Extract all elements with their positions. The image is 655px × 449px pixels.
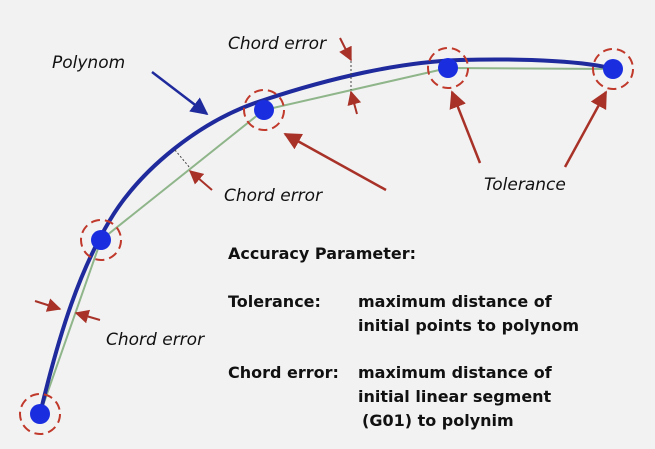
chord-error-def-line1: maximum distance of xyxy=(358,363,553,382)
chord-error-arrow-left-b xyxy=(74,309,101,324)
initial-point xyxy=(30,404,50,424)
chord-error-arrow-left-a xyxy=(34,298,62,312)
tolerance-arrow-point-4 xyxy=(449,90,482,164)
initial-point xyxy=(603,59,623,79)
chord-error-arrow-top-lower xyxy=(347,90,362,115)
accuracy-heading: Accuracy Parameter: xyxy=(228,244,416,263)
chord-error-arrow-top xyxy=(339,37,352,62)
tolerance-label: Tolerance xyxy=(484,175,566,195)
chord-error-def-line2: initial linear segment xyxy=(358,387,552,406)
chord-error-arrow-middle xyxy=(188,170,213,191)
initial-point xyxy=(91,230,111,250)
initial-point xyxy=(254,100,274,120)
tolerance-term: Tolerance: xyxy=(228,292,321,311)
tolerance-arrow-point-5 xyxy=(563,90,608,168)
tolerance-circle xyxy=(19,393,61,435)
chord-error-label-left: Chord error xyxy=(106,330,205,350)
tolerance-arrow-point-3 xyxy=(283,132,387,192)
polynom-label: Polynom xyxy=(52,53,125,73)
tolerance-def-line1: maximum distance of xyxy=(358,292,553,311)
polynom-arrow xyxy=(151,71,209,116)
tolerance-circle xyxy=(243,89,285,131)
tolerance-circle xyxy=(427,47,469,89)
chord-error-label-top: Chord error xyxy=(228,34,327,54)
tolerance-def-line2: initial points to polynom xyxy=(358,316,579,335)
tolerance-circle xyxy=(80,219,122,261)
initial-point xyxy=(438,58,458,78)
chord-error-label-middle: Chord error xyxy=(224,186,323,206)
chord-error-def-line3: (G01) to polynim xyxy=(362,411,514,430)
chord-error-term: Chord error: xyxy=(228,363,339,382)
tolerance-circle xyxy=(592,48,634,90)
